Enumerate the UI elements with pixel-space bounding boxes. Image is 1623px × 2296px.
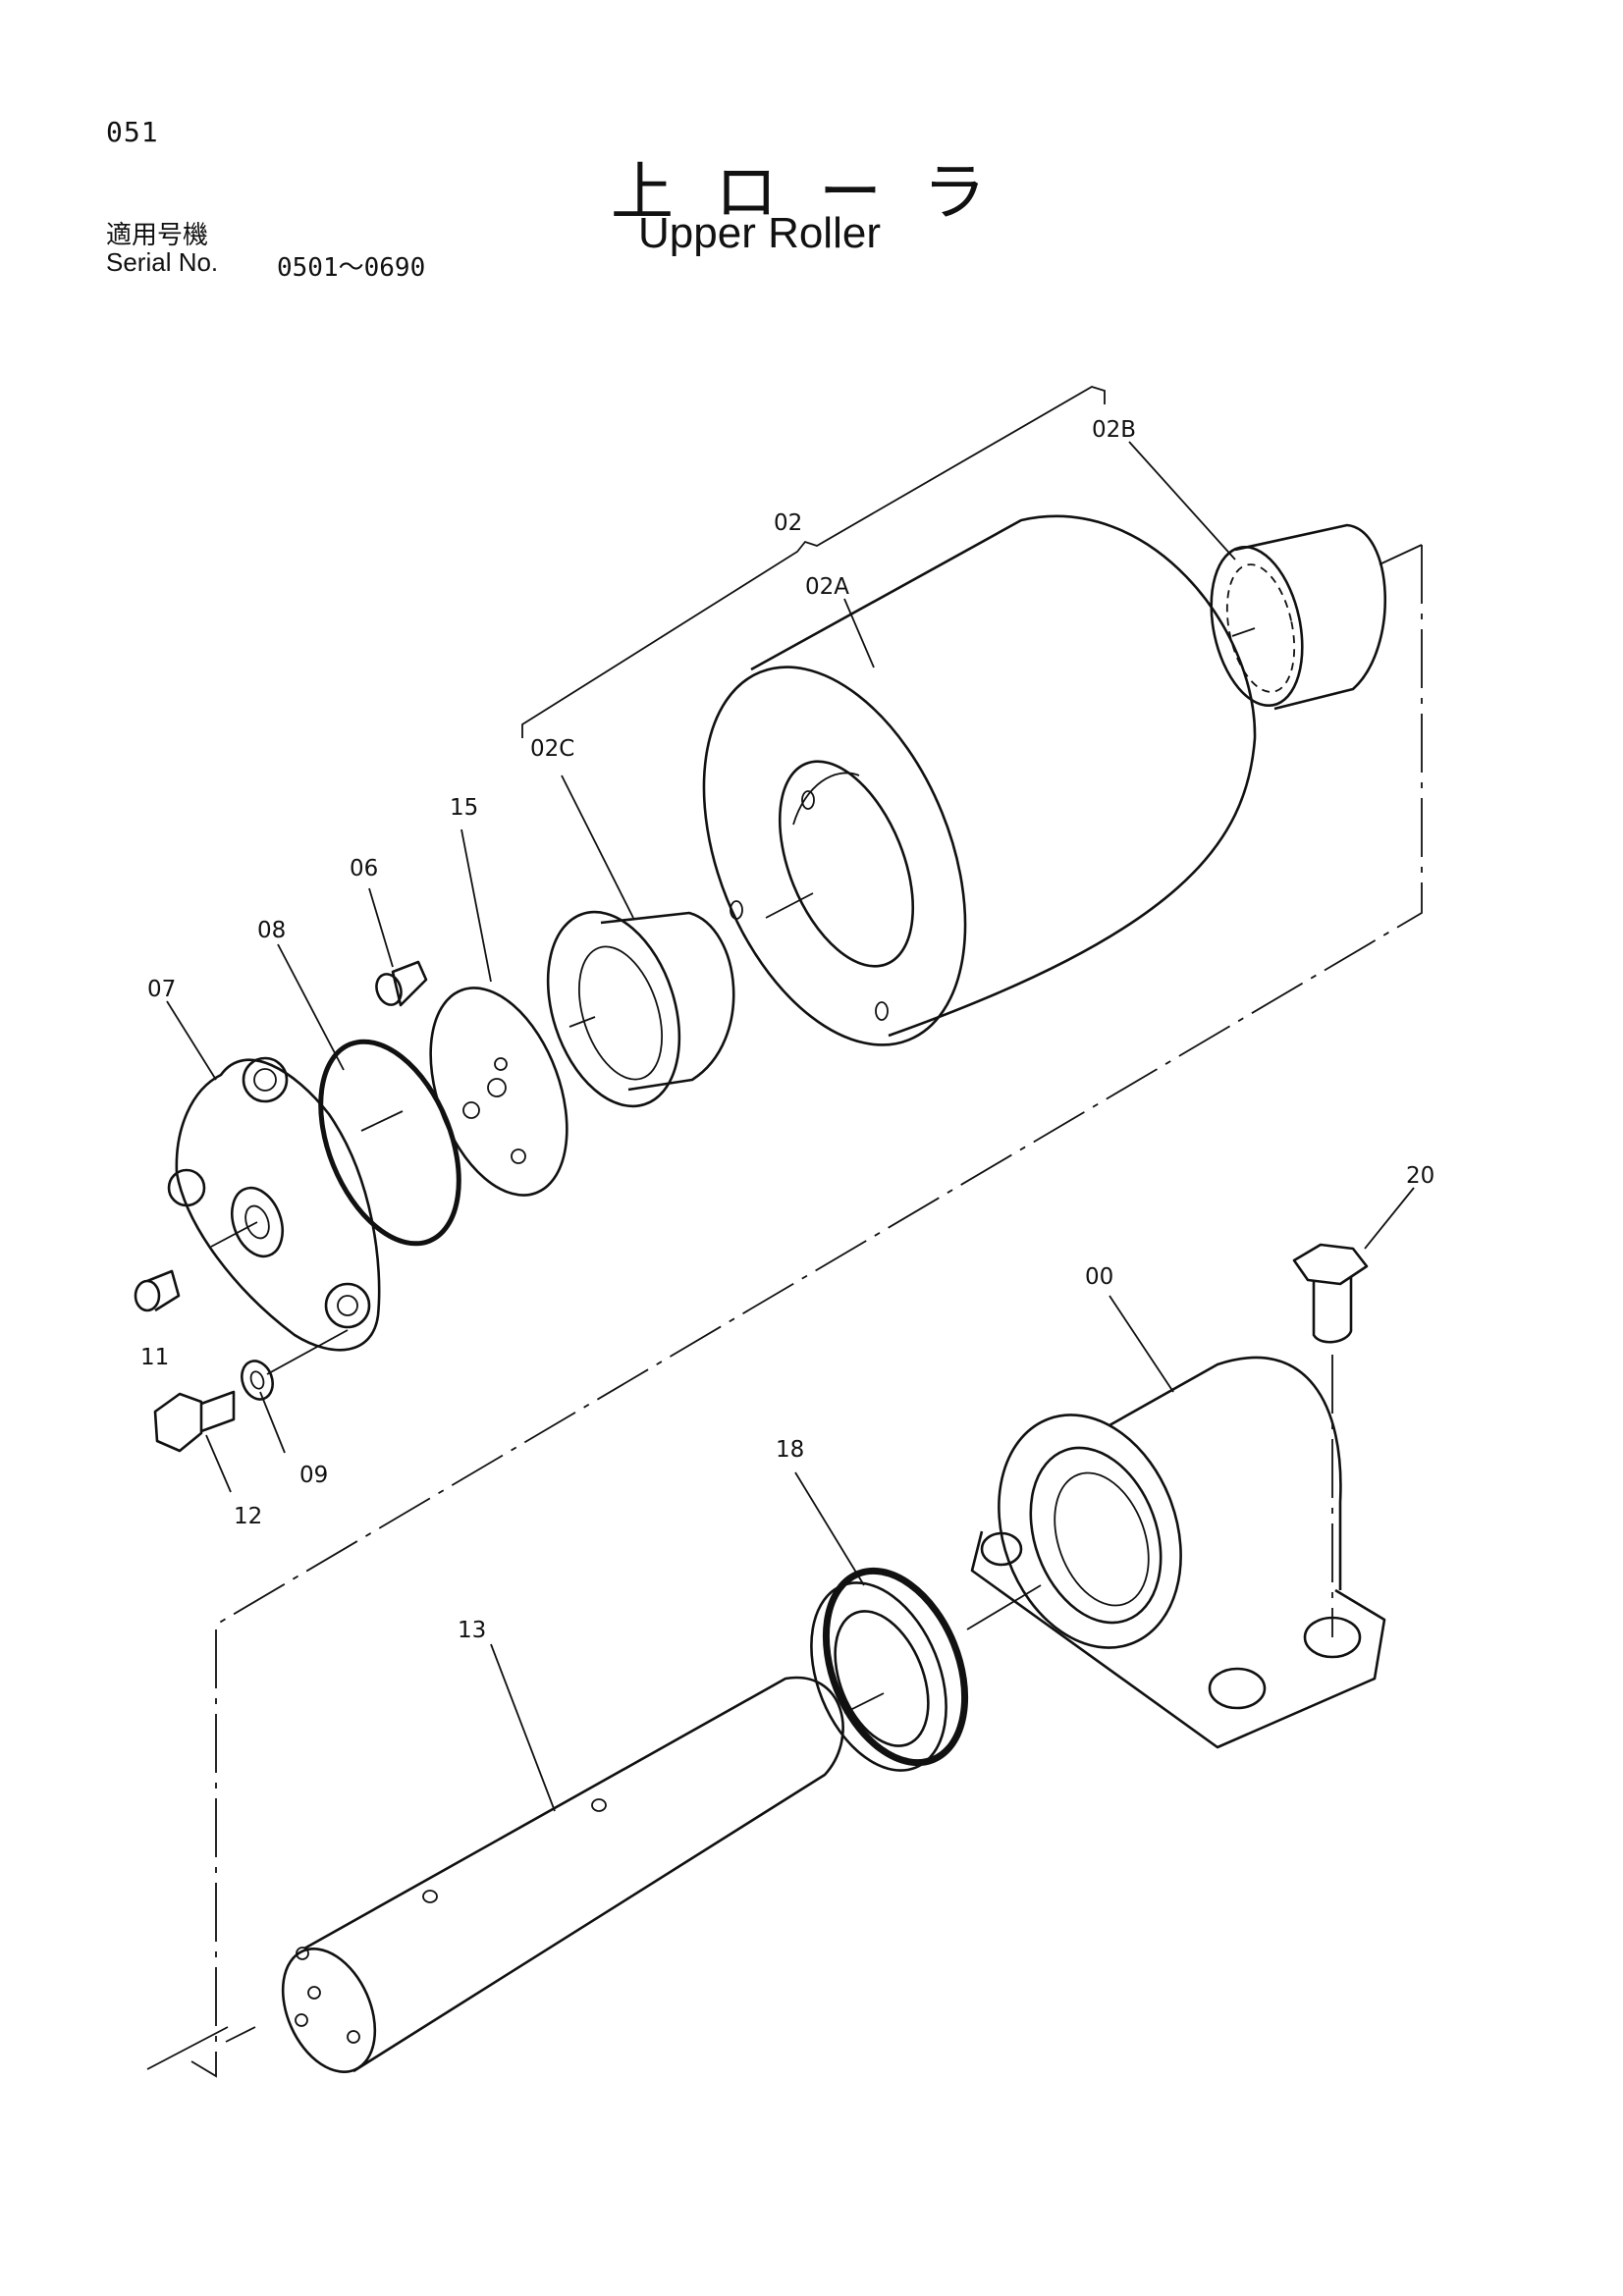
group-02-brace bbox=[521, 386, 1106, 738]
plug-11 bbox=[134, 1269, 181, 1312]
callout-02A: 02A bbox=[805, 574, 849, 600]
o-ring-08 bbox=[318, 1039, 461, 1247]
callout-07: 07 bbox=[147, 977, 176, 1002]
bushing-02B bbox=[1210, 523, 1386, 711]
serial-range: 0501～0690 bbox=[277, 253, 426, 283]
callout-06: 06 bbox=[350, 856, 378, 881]
leader-lines bbox=[166, 441, 1415, 1812]
callout-labels: 02 02A 02B 02C 15 06 08 07 11 09 12 20 0… bbox=[140, 417, 1434, 1643]
callout-02B: 02B bbox=[1092, 417, 1136, 443]
assembly-centerlines bbox=[146, 627, 1333, 2070]
cover-07 bbox=[167, 1056, 381, 1352]
title-english: Upper Roller bbox=[638, 209, 881, 257]
callout-20: 20 bbox=[1406, 1163, 1434, 1189]
roller-shell-02A bbox=[702, 514, 1257, 1046]
assembly-boundary bbox=[190, 544, 1423, 2078]
bolt-12 bbox=[153, 1390, 236, 1453]
sleeve-02C bbox=[546, 910, 735, 1108]
shaft-13 bbox=[281, 1676, 844, 2073]
callout-18: 18 bbox=[776, 1437, 804, 1463]
serial-label: 適用号機 Serial No. bbox=[106, 221, 218, 276]
serial-label-en: Serial No. bbox=[106, 247, 219, 277]
callout-13: 13 bbox=[458, 1618, 486, 1643]
callout-15: 15 bbox=[450, 795, 478, 821]
callout-02: 02 bbox=[774, 510, 802, 536]
bolt-20 bbox=[1292, 1243, 1369, 1344]
washer-09 bbox=[241, 1360, 274, 1401]
callout-02C: 02C bbox=[530, 736, 574, 762]
title-japanese: 上ローラ bbox=[611, 157, 1027, 230]
bracket-00 bbox=[970, 1356, 1386, 1749]
screw-06 bbox=[375, 960, 428, 1007]
callout-08: 08 bbox=[257, 918, 286, 943]
serial-label-jp: 適用号機 bbox=[106, 220, 209, 249]
callout-09: 09 bbox=[299, 1463, 328, 1488]
seal-18 bbox=[810, 1567, 969, 1772]
callout-00: 00 bbox=[1085, 1264, 1113, 1290]
callout-11: 11 bbox=[140, 1345, 169, 1370]
callout-12: 12 bbox=[234, 1504, 262, 1529]
page-number: 051 bbox=[106, 116, 159, 148]
